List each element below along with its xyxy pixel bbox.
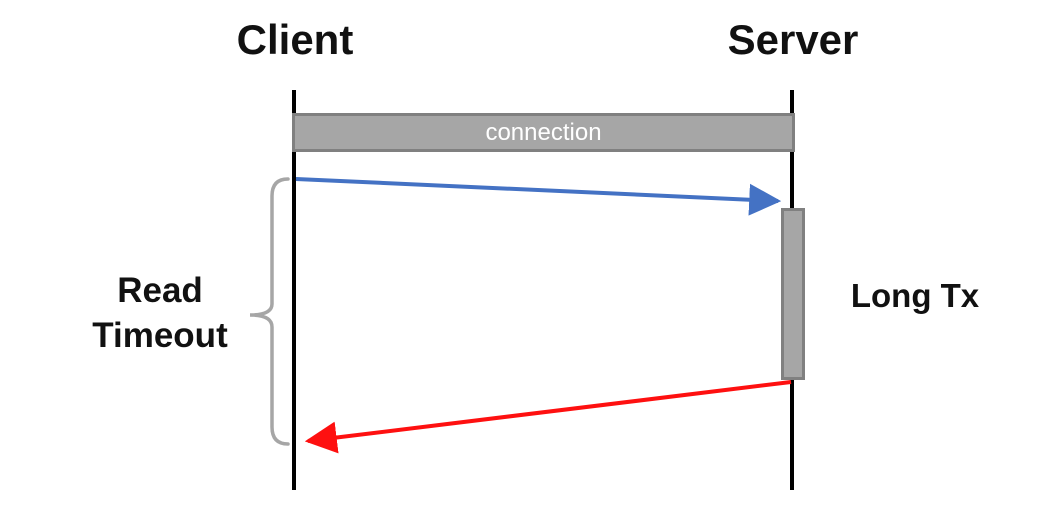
- actor-title-server: Server: [727, 16, 859, 63]
- read-timeout-label-line2: Timeout: [92, 316, 228, 355]
- actor-title-client: Client: [236, 16, 354, 63]
- activation-bar-long-tx: [781, 208, 805, 380]
- lifeline-client: [292, 90, 296, 490]
- connection-bar: connection: [292, 113, 795, 152]
- read-timeout-label-line1: Read: [117, 271, 203, 310]
- read-timeout-label: Read Timeout: [58, 268, 262, 358]
- request-arrow: [295, 177, 782, 216]
- response-arrow: [304, 380, 792, 454]
- long-tx-label: Long Tx: [850, 277, 980, 314]
- connection-label: connection: [485, 118, 602, 146]
